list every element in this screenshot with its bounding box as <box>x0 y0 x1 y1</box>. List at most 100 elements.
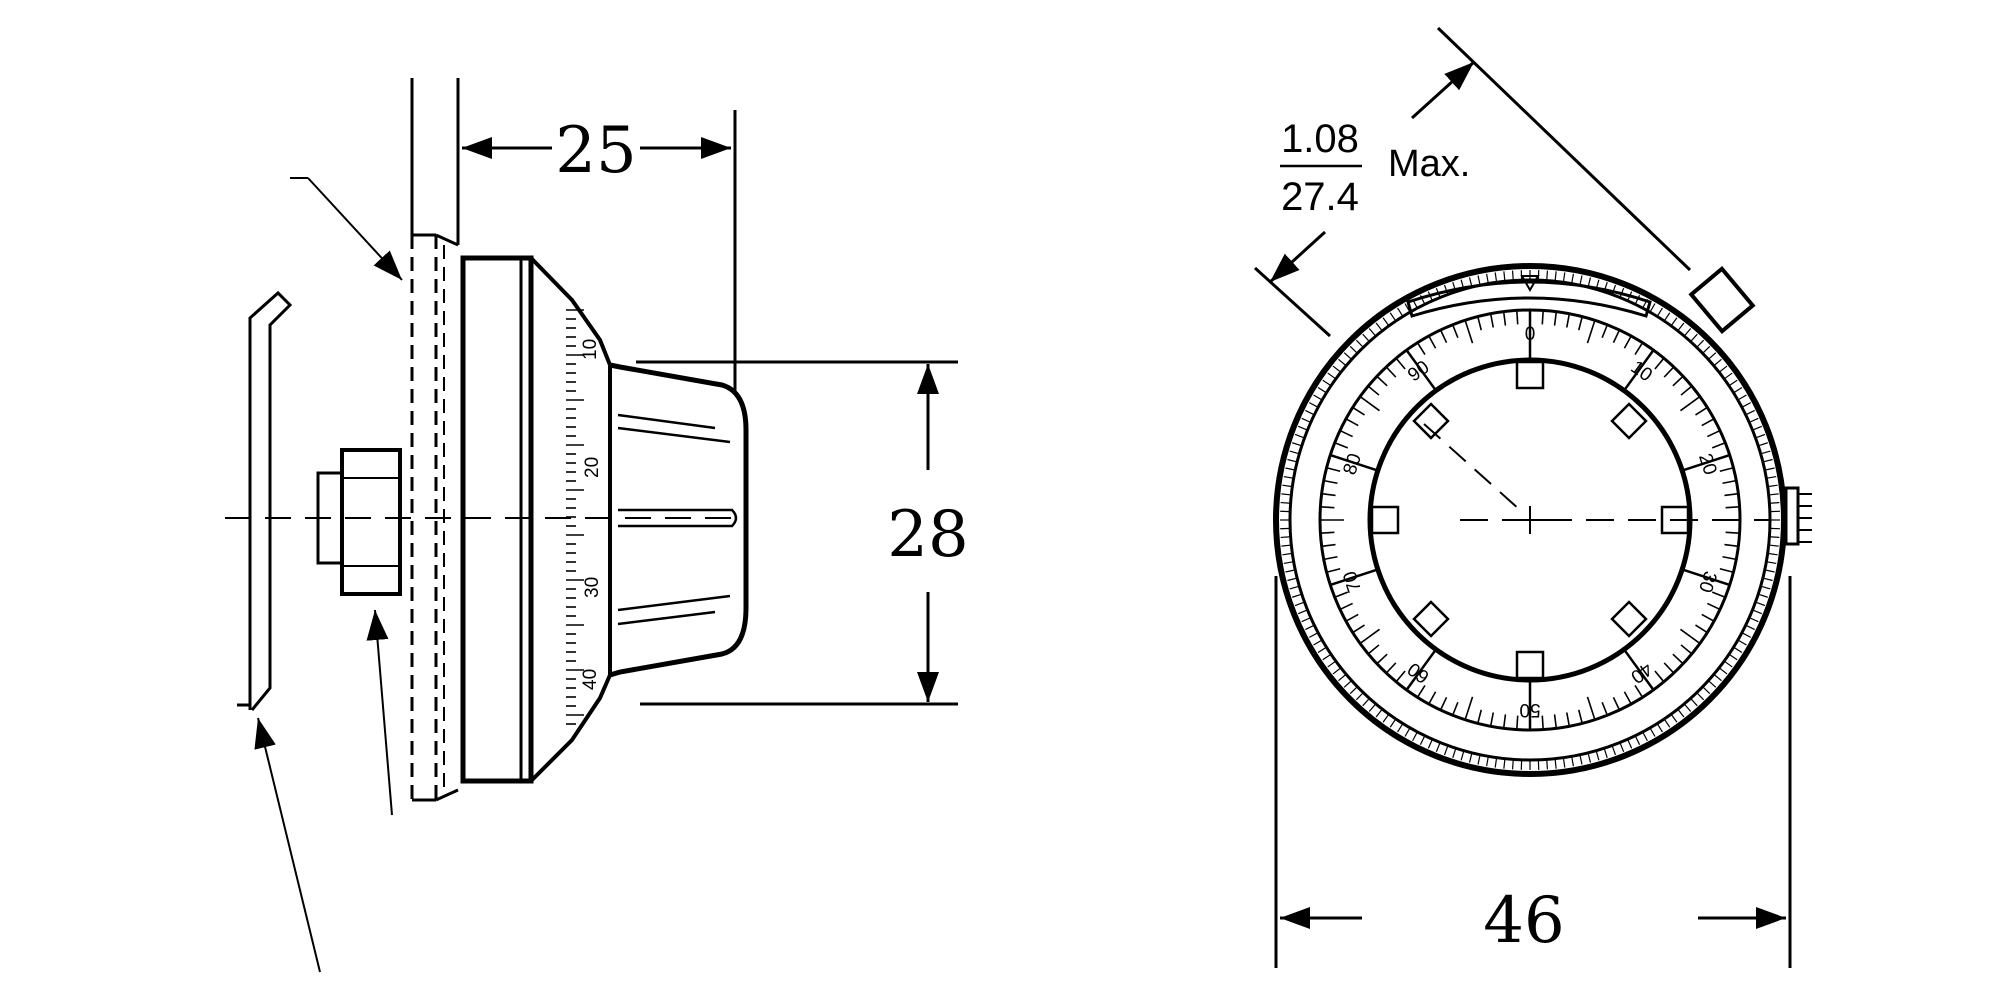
knurl-tick <box>1728 379 1738 387</box>
dial-tick <box>1711 591 1726 599</box>
dial-tick <box>1634 342 1644 355</box>
dial-tick <box>1623 335 1632 349</box>
knurl-tick <box>1702 345 1711 354</box>
dial-knob <box>609 362 749 678</box>
knurl-tick <box>1603 748 1608 758</box>
dial-tick <box>1502 311 1507 326</box>
dial-tick <box>1565 712 1571 727</box>
dial-tick <box>1577 316 1583 331</box>
knurl-tick <box>1758 442 1768 447</box>
dial-tick <box>1516 310 1519 325</box>
dial-tick <box>1477 709 1483 724</box>
knurl-tick <box>1663 312 1671 322</box>
dial-tick <box>1339 429 1353 438</box>
knurl-tick <box>1546 270 1549 281</box>
knurl-tick <box>1287 577 1298 582</box>
clearance-block <box>1688 265 1756 335</box>
knurl-tick <box>1282 552 1293 556</box>
knurl-tick <box>1634 735 1641 745</box>
knurl-tick <box>1677 708 1685 718</box>
spindle-nut <box>340 448 402 596</box>
dial-tick <box>1724 543 1739 548</box>
dial-tick <box>1654 670 1665 683</box>
knurl-tick <box>1419 735 1426 745</box>
knurl-tick <box>1283 475 1294 479</box>
side-dial-ticks <box>566 309 584 725</box>
outer-knurl <box>1280 270 1780 770</box>
knurl-tick <box>1627 739 1633 749</box>
side-dial-number: 30 <box>582 577 603 598</box>
dial-tick <box>1428 691 1437 705</box>
knurl-tick <box>1713 358 1722 367</box>
knurl-tick <box>1280 536 1291 539</box>
dial-tick <box>1623 648 1655 691</box>
dial-tick <box>1707 429 1721 438</box>
knurl-tick <box>1649 303 1656 313</box>
dial-number: 60 <box>1404 658 1433 687</box>
dial-tick <box>1680 395 1701 412</box>
knurl-tick <box>1308 402 1319 408</box>
knurl-tick <box>1338 358 1347 367</box>
knurl-tick <box>1285 467 1296 471</box>
knurl-tick <box>1485 273 1489 284</box>
knurl-tick <box>1317 646 1327 653</box>
dial-tick <box>1326 467 1341 473</box>
dial-tick <box>1339 602 1353 611</box>
knurl-tick <box>1760 585 1771 590</box>
knurl-tick <box>1718 667 1728 675</box>
dial-tick <box>1722 479 1737 485</box>
knurl-tick <box>1327 660 1337 668</box>
dial-tick <box>1359 395 1380 412</box>
dial-tick <box>1367 644 1380 655</box>
dial-tick <box>1701 613 1715 622</box>
knurl-tick <box>1382 317 1390 327</box>
knurl-tick <box>1427 739 1433 749</box>
knurl-tick <box>1670 713 1678 723</box>
dial-tick <box>1345 418 1359 427</box>
dial-tick <box>1586 696 1596 720</box>
knurl-tick <box>1389 718 1397 728</box>
clearance-ext <box>1253 266 1332 338</box>
knurl-tick <box>1766 561 1777 565</box>
knurl-tick <box>1294 601 1305 607</box>
knurl-tick <box>1322 379 1332 387</box>
dial-tick <box>1385 662 1397 674</box>
dial-number: 30 <box>1694 568 1721 595</box>
dial-number: 80 <box>1340 451 1367 478</box>
knurl-tick <box>1477 275 1481 286</box>
side-dial-numbers: 10 20 30 40 <box>580 339 603 690</box>
dial-tick <box>1719 467 1734 473</box>
dial-tick <box>1376 653 1388 665</box>
knurl-tick <box>1301 417 1311 423</box>
knurl-tick <box>1283 561 1294 565</box>
knurl-tick <box>1690 333 1698 343</box>
knurl-tick <box>1745 409 1755 416</box>
knurl-tick <box>1289 450 1300 455</box>
knurl-tick <box>1355 339 1364 348</box>
knurl-tick <box>1297 609 1308 615</box>
knurl-tick <box>1702 686 1711 695</box>
dial-tick <box>1451 324 1459 339</box>
knurl-tick <box>1758 593 1768 598</box>
dial-tick <box>1416 685 1426 698</box>
knurl-tick <box>1443 745 1449 756</box>
dial-tick <box>1395 357 1406 370</box>
dial-tick <box>1681 568 1731 587</box>
dial-tick <box>1577 709 1583 724</box>
dial-tick <box>1681 453 1731 472</box>
dial-tick <box>1352 624 1365 634</box>
knurl-tick <box>1766 475 1777 479</box>
knurl-tick <box>1494 757 1498 768</box>
knurl-tick <box>1349 686 1358 695</box>
knurl-tick <box>1452 748 1457 758</box>
knurl-tick <box>1305 624 1315 631</box>
dial-tick <box>1320 531 1335 534</box>
dial-number: 40 <box>1627 658 1656 687</box>
dial-tick <box>1326 567 1341 573</box>
dial-tick <box>1405 349 1437 392</box>
knurl-tick <box>1322 653 1332 661</box>
dial-tick <box>1725 531 1740 534</box>
knurl-tick <box>1343 352 1353 360</box>
knurl-tick <box>1338 673 1347 682</box>
